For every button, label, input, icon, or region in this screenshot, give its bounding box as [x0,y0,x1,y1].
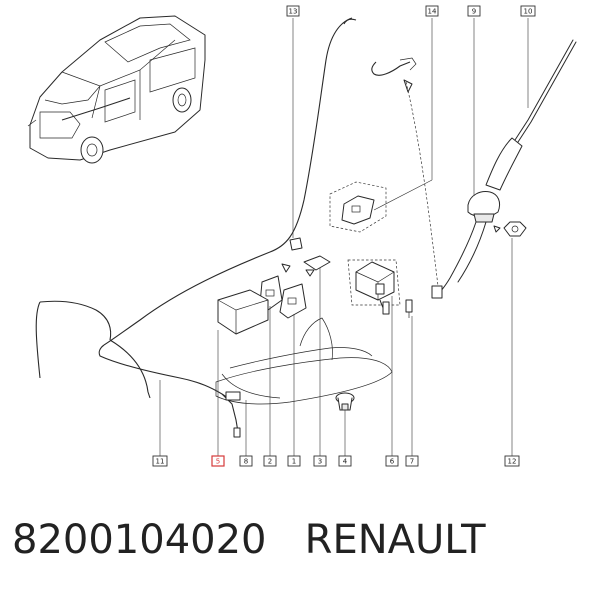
callout-8: 8 [239,455,253,467]
switch-bracket [217,237,331,335]
callout-2: 2 [263,455,277,467]
callout-10: 10 [520,5,536,17]
callout-13: 13 [286,5,300,17]
vehicle-illustration [27,15,206,164]
svg-text:1: 1 [292,458,296,466]
antenna-nut [493,221,527,237]
svg-text:6: 6 [390,458,395,466]
roof-antenna [403,39,577,299]
svg-text:5: 5 [216,458,220,466]
callout-7: 7 [405,455,419,467]
amplifier-module [347,259,401,315]
callout-6: 6 [385,455,399,467]
callout-5: 5 [211,455,225,467]
wiring-harness [35,17,417,438]
relay-unit [329,181,387,233]
callout-9: 9 [467,5,481,17]
callout-12: 12 [504,455,520,467]
callout-14: 14 [425,5,439,17]
svg-text:14: 14 [428,8,437,16]
part-number: 8200104020 [12,517,267,563]
svg-text:11: 11 [156,458,165,466]
brand-name: RENAULT [304,517,486,563]
svg-text:13: 13 [289,8,298,16]
svg-text:3: 3 [318,458,322,466]
svg-text:7: 7 [410,458,414,466]
svg-text:12: 12 [508,458,517,466]
grommet [335,392,355,411]
svg-text:8: 8 [244,458,248,466]
callout-4: 4 [338,455,352,467]
callout-1: 1 [287,455,301,467]
callout-3: 3 [313,455,327,467]
leader-lines [159,18,529,456]
part-caption: 8200104020 RENAULT [12,510,592,570]
svg-text:4: 4 [343,458,348,466]
callout-11: 11 [152,455,168,467]
svg-text:9: 9 [472,8,476,16]
connector-pins [382,299,413,318]
svg-text:10: 10 [524,8,533,16]
parts-diagram: 13 14 9 10 11 5 8 2 1 3 4 6 7 12 [27,5,577,467]
svg-text:2: 2 [268,458,272,466]
